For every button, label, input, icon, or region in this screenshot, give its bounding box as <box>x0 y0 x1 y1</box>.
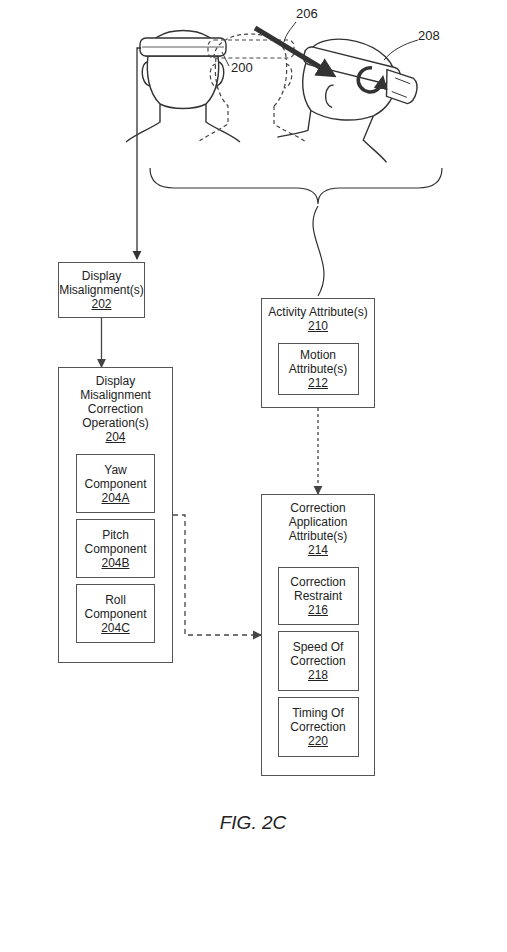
box-label: Speed Of Correction <box>282 640 355 668</box>
reference-number: 202 <box>91 297 111 311</box>
box-label: Roll Component <box>80 593 151 621</box>
process-box: Activity Attribute(s)210Motion Attribute… <box>261 298 375 408</box>
box-label: Display Misalignment(s) <box>59 269 144 297</box>
callout-number: 200 <box>231 60 253 75</box>
box-label: Activity Attribute(s) <box>268 305 367 319</box>
callout-number: 206 <box>296 6 318 21</box>
reference-number: 220 <box>308 734 328 748</box>
bracket <box>150 168 442 204</box>
process-box: Correction Application Attribute(s)214Co… <box>261 494 375 776</box>
leader-line <box>222 52 229 66</box>
component-box: Pitch Component204B <box>76 519 155 578</box>
process-box: Display Misalignment Correction Operatio… <box>58 367 173 663</box>
reference-number: 218 <box>308 668 328 682</box>
box-label: Correction Application Attribute(s) <box>266 501 370 543</box>
leader-line <box>313 206 324 296</box>
reference-number: 204 <box>105 430 125 444</box>
reference-number: 210 <box>308 319 328 333</box>
callout-number: 208 <box>418 28 440 43</box>
connector-arrow <box>173 515 261 635</box>
component-box: Timing Of Correction220 <box>278 697 359 757</box>
box-label: Pitch Component <box>80 528 151 556</box>
figure-caption: FIG. 2C <box>220 815 287 830</box>
component-box: Speed Of Correction218 <box>278 631 359 691</box>
connector-arrow <box>317 408 318 494</box>
leader-arrow <box>137 48 141 259</box>
component-box: Correction Restraint216 <box>278 567 359 625</box>
connector-arrow <box>101 318 102 367</box>
user-head <box>126 31 240 143</box>
reference-number: 204A <box>101 491 129 505</box>
leader-line <box>384 40 418 60</box>
reference-number: 214 <box>308 543 328 557</box>
box-label: Motion Attribute(s) <box>282 348 355 376</box>
reference-number: 216 <box>308 603 328 617</box>
rotation-arrow <box>358 68 382 92</box>
reference-number: 212 <box>308 376 328 390</box>
process-box: Display Misalignment(s)202 <box>58 262 145 318</box>
component-box: Yaw Component204A <box>76 454 155 513</box>
component-box: Roll Component204C <box>76 584 155 643</box>
leader-line <box>284 22 296 42</box>
reference-number: 204C <box>101 621 130 635</box>
box-label: Timing Of Correction <box>282 706 355 734</box>
box-label: Display Misalignment Correction Operatio… <box>63 374 168 430</box>
box-label: Yaw Component <box>80 463 151 491</box>
box-label: Correction Restraint <box>282 575 355 603</box>
component-box: Motion Attribute(s)212 <box>278 343 359 395</box>
reference-number: 204B <box>101 556 129 570</box>
turned-head <box>277 29 424 168</box>
motion-arrow <box>255 28 328 72</box>
